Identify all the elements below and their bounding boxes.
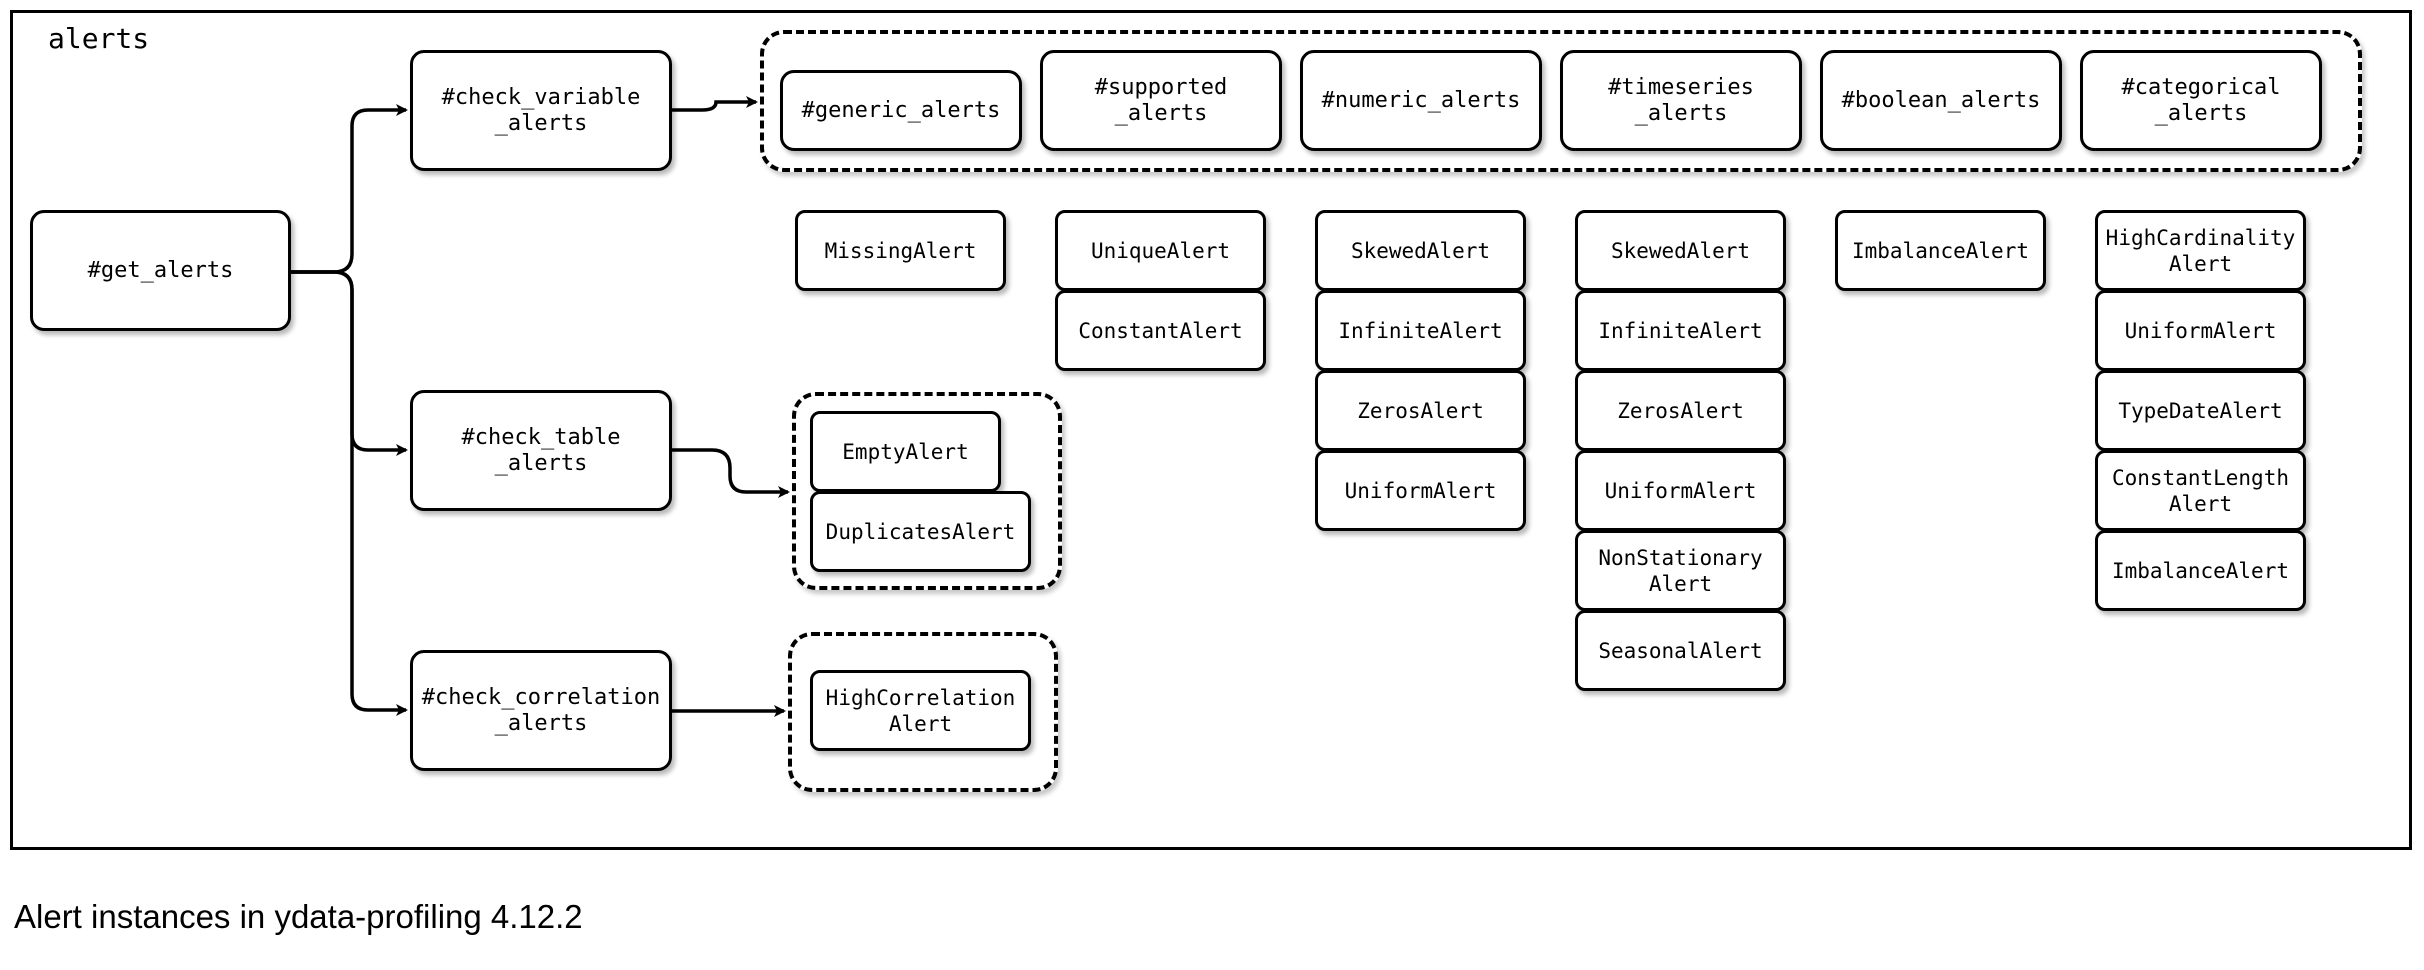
table-empty-alert: EmptyAlert — [810, 411, 1001, 492]
generic-alerts-node: #generic_alerts — [780, 70, 1022, 151]
supported-constant-alert: ConstantAlert — [1055, 290, 1266, 371]
variable-alert-groups-container — [760, 30, 2362, 172]
numeric-uniform-alert: UniformAlert — [1315, 450, 1526, 531]
table-alerts-group — [792, 392, 1062, 590]
get-alerts-node: #get_alerts — [30, 210, 291, 331]
categorical-uniform-alert: UniformAlert — [2095, 290, 2306, 371]
timeseries-zeros-alert: ZerosAlert — [1575, 370, 1786, 451]
boolean-alerts-node: #boolean_alerts — [1820, 50, 2062, 151]
check-variable-alerts-node: #check_variable _alerts — [410, 50, 672, 171]
table-duplicates-alert: DuplicatesAlert — [810, 491, 1031, 572]
edge-get-to-variable — [290, 104, 408, 274]
edge-get-to-table — [290, 270, 408, 456]
timeseries-skewed-alert: SkewedAlert — [1575, 210, 1786, 291]
edge-get-to-correlation — [290, 270, 408, 716]
categorical-typedate-alert: TypeDateAlert — [2095, 370, 2306, 451]
frame-title: alerts — [48, 22, 150, 55]
check-table-alerts-node: #check_table _alerts — [410, 390, 672, 511]
supported-alerts-node: #supported _alerts — [1040, 50, 1282, 151]
numeric-skewed-alert: SkewedAlert — [1315, 210, 1526, 291]
timeseries-uniform-alert: UniformAlert — [1575, 450, 1786, 531]
figure-caption: Alert instances in ydata-profiling 4.12.… — [14, 898, 583, 935]
edge-variable-to-groups — [672, 96, 758, 112]
categorical-highcardinality-alert: HighCardinality Alert — [2095, 210, 2306, 291]
categorical-alerts-node: #categorical _alerts — [2080, 50, 2322, 151]
edge-table-to-group — [672, 448, 790, 498]
supported-unique-alert: UniqueAlert — [1055, 210, 1266, 291]
numeric-zeros-alert: ZerosAlert — [1315, 370, 1526, 451]
correlation-highcorrelation-alert: HighCorrelation Alert — [810, 670, 1031, 751]
correlation-alerts-group — [788, 632, 1058, 792]
timeseries-nonstationary-alert: NonStationary Alert — [1575, 530, 1786, 611]
check-correlation-alerts-node: #check_correlation _alerts — [410, 650, 672, 771]
boolean-imbalance-alert: ImbalanceAlert — [1835, 210, 2046, 291]
timeseries-seasonal-alert: SeasonalAlert — [1575, 610, 1786, 691]
numeric-alerts-node: #numeric_alerts — [1300, 50, 1542, 151]
timeseries-infinite-alert: InfiniteAlert — [1575, 290, 1786, 371]
generic-missing-alert: MissingAlert — [795, 210, 1006, 291]
categorical-constantlength-alert: ConstantLength Alert — [2095, 450, 2306, 531]
timeseries-alerts-node: #timeseries _alerts — [1560, 50, 1802, 151]
numeric-infinite-alert: InfiniteAlert — [1315, 290, 1526, 371]
categorical-imbalance-alert: ImbalanceAlert — [2095, 530, 2306, 611]
